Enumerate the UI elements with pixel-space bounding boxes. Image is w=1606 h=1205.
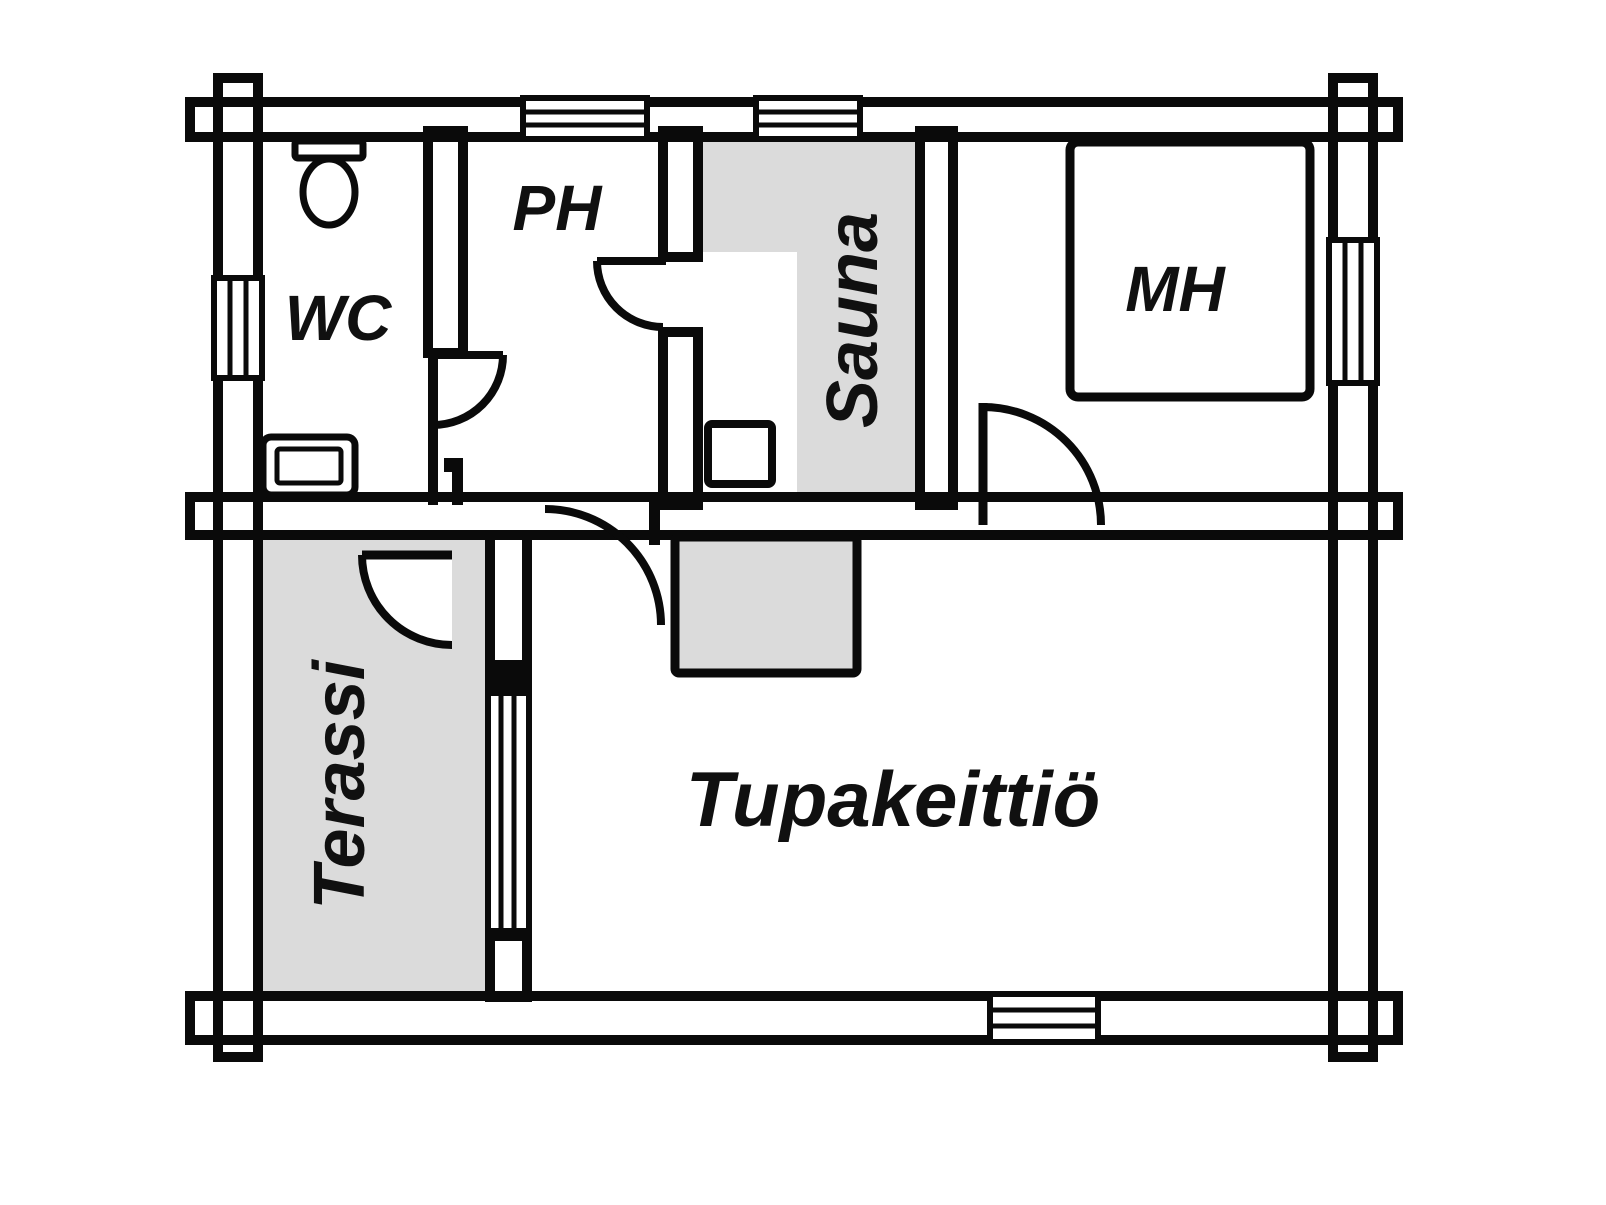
wall-ph-sauna-upper	[658, 126, 703, 262]
room-label-tupakeittio: Tupakeittiö	[686, 755, 1101, 843]
left-wall	[213, 73, 263, 1062]
washbasin-icon	[259, 433, 359, 499]
terassi-door-swing-area	[362, 555, 452, 645]
wc-door-swing	[432, 351, 507, 429]
mh-door-swing	[978, 403, 1105, 526]
room-labels: WC PH Sauna MH Terassi Tupakeittiö	[285, 172, 1227, 910]
terassi-door-swing	[358, 550, 453, 649]
shaded-areas	[258, 137, 918, 996]
middle-wall	[185, 492, 1403, 540]
wall-wc-ph	[423, 126, 468, 358]
fixtures	[259, 137, 1315, 678]
terassi-wall-crossbar-lower	[490, 931, 527, 941]
room-label-wc: WC	[285, 282, 392, 354]
doors	[358, 257, 1105, 649]
wall-sauna-mh	[915, 126, 958, 510]
sauna-door-swing	[593, 257, 666, 331]
windows	[211, 95, 1380, 1045]
right-wall	[1328, 73, 1378, 1062]
bed-icon	[1065, 137, 1315, 402]
window-top-sauna	[753, 95, 863, 142]
wall-wc-ph-stub	[452, 472, 463, 505]
sauna-stove-icon	[704, 420, 776, 488]
main-door-jamb	[649, 497, 660, 545]
window-left-wc	[211, 275, 265, 381]
main-door-swing	[544, 505, 665, 626]
wall-wc-ph-stub-cap	[444, 458, 463, 472]
wall-ph-sauna-lower	[658, 327, 703, 510]
toilet-icon	[291, 137, 367, 229]
window-bottom-tupakeittio	[987, 991, 1101, 1045]
window-right-mh	[1326, 237, 1380, 386]
room-label-ph: PH	[513, 172, 604, 244]
terassi-wall-crossbar-upper	[490, 660, 527, 693]
bottom-wall	[185, 991, 1403, 1045]
room-label-sauna: Sauna	[813, 212, 893, 428]
sauna-floor-shading	[698, 137, 918, 497]
window-top-ph	[520, 95, 650, 142]
room-label-mh: MH	[1125, 253, 1226, 325]
room-label-terassi: Terassi	[300, 658, 380, 910]
window-terassi-wall	[485, 690, 532, 934]
fireplace-icon	[670, 532, 862, 678]
